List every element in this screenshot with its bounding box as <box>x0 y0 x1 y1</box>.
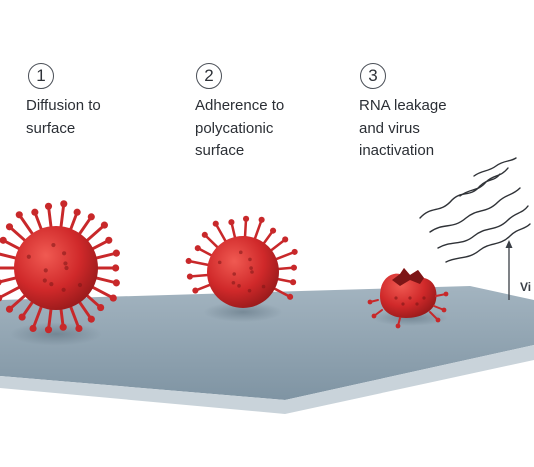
virus-diffusing <box>0 200 120 346</box>
virus-adhered <box>185 215 298 323</box>
surface-edge <box>0 345 534 414</box>
virus-inactivated <box>367 268 449 329</box>
step-1-number: 1 <box>28 63 54 89</box>
step-2-text: Adherence to polycationic surface <box>195 97 285 159</box>
upward-arrow-icon <box>505 240 513 300</box>
step-3-text: RNA leakage and virus inactivation <box>359 97 447 159</box>
arrow-label: Vi <box>520 280 532 294</box>
step-2-number: 2 <box>196 63 222 89</box>
step-1-text: Diffusion to surface <box>26 97 101 137</box>
rna-strands <box>419 157 531 263</box>
step-3-number: 3 <box>360 63 386 89</box>
